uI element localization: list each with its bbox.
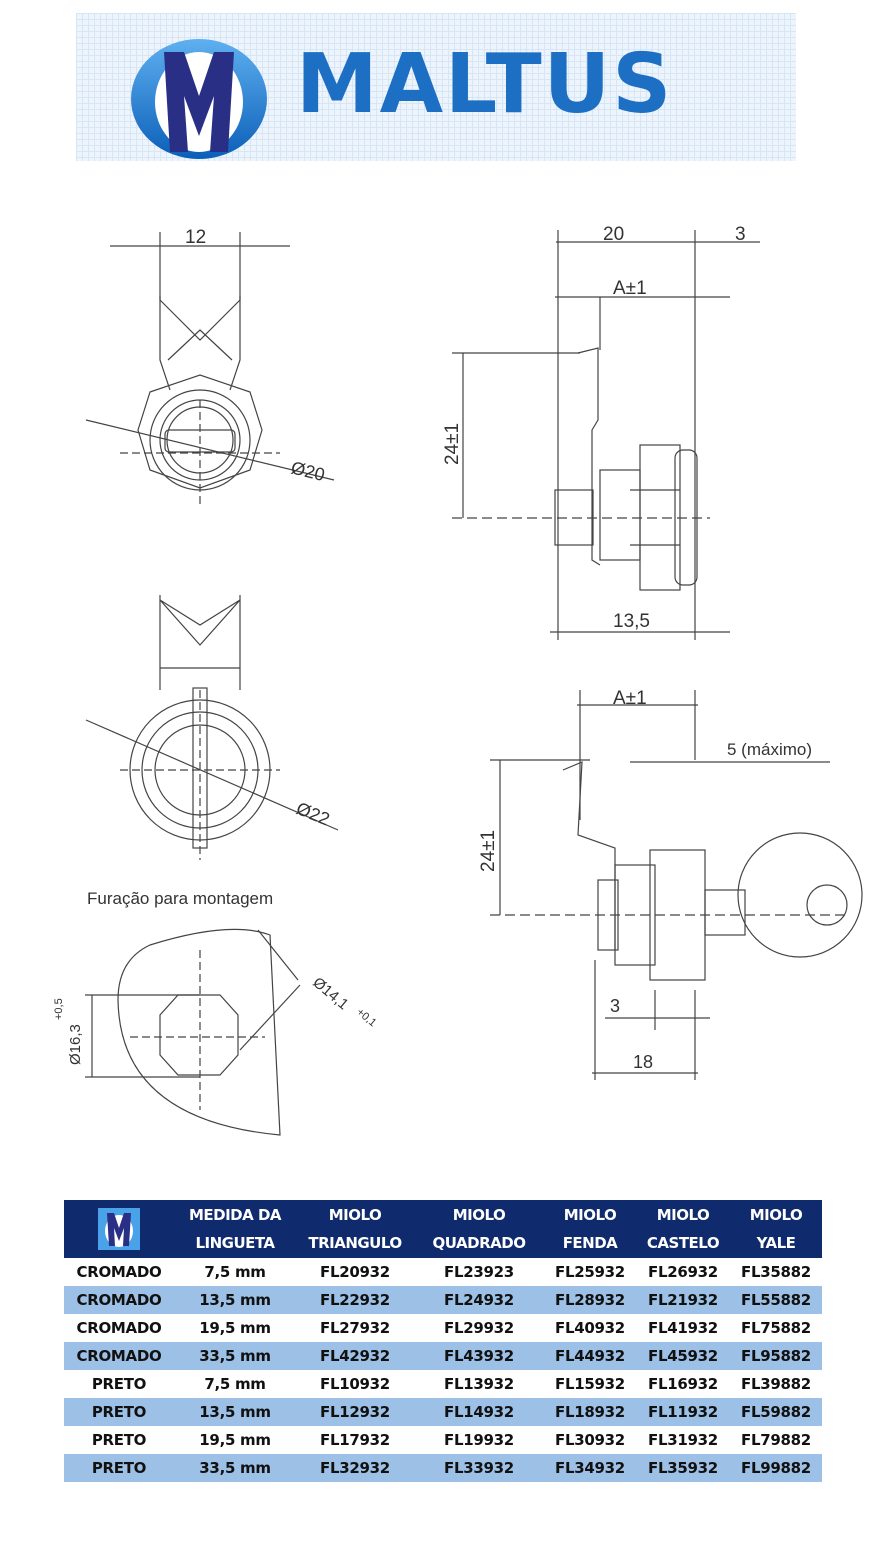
cell-size: 33,5 mm — [174, 1454, 296, 1482]
cell-code: FL79882 — [741, 1431, 811, 1449]
cell-size: 19,5 mm — [199, 1431, 271, 1449]
dim-14-1-label: Ø14,1 — [309, 974, 351, 1013]
cell-finish: CROMADO — [64, 1342, 174, 1370]
cell-size: 33,5 mm — [174, 1342, 296, 1370]
cell-code: FL13932 — [444, 1375, 514, 1393]
dim-a1-bottom-label: A±1 — [613, 688, 647, 709]
dim-diam22-label: Ø22 — [294, 798, 333, 829]
dim-20-label: 20 — [603, 224, 624, 245]
table-row: PRETO 19,5 mm FL17932 FL19932 FL30932 FL31932… — [64, 1426, 822, 1454]
cell-code: FL15932 — [555, 1375, 625, 1393]
cell-code: FL28932 — [544, 1286, 636, 1314]
cell-finish: CROMADO — [76, 1263, 162, 1281]
dim-a1-top-label: A±1 — [613, 278, 647, 299]
table-row: PRETO 7,5 mm FL10932 FL13932 FL15932 FL16932 F… — [64, 1370, 822, 1398]
dim-24-top-label: 24±1 — [442, 423, 463, 465]
cell-code: FL18932 — [544, 1398, 636, 1426]
cell-code: FL26932 — [648, 1263, 718, 1281]
cell-code: FL99882 — [730, 1454, 822, 1482]
dim-diam20-label: Ø20 — [289, 457, 327, 485]
cell-code: FL95882 — [730, 1342, 822, 1370]
cell-code: FL32932 — [296, 1454, 414, 1482]
dim-3-bottom-label: 3 — [610, 996, 620, 1016]
cell-size: 7,5 mm — [204, 1375, 266, 1393]
cell-code: FL44932 — [544, 1342, 636, 1370]
cell-code: FL55882 — [730, 1286, 822, 1314]
cell-finish: PRETO — [64, 1398, 174, 1426]
cell-code: FL11932 — [636, 1398, 730, 1426]
cell-code: FL43932 — [414, 1342, 544, 1370]
dim-12-label: 12 — [185, 227, 206, 248]
cell-code: FL22932 — [296, 1286, 414, 1314]
cell-code: FL27932 — [320, 1319, 390, 1337]
cell-code: FL35932 — [636, 1454, 730, 1482]
cell-finish: PRETO — [91, 1375, 147, 1393]
cell-code: FL40932 — [555, 1319, 625, 1337]
table-row: CROMADO 7,5 mm FL20932 FL23923 FL25932 FL2693… — [64, 1258, 822, 1286]
cell-code: FL14932 — [414, 1398, 544, 1426]
cell-code: FL21932 — [636, 1286, 730, 1314]
dim-24-bottom-label: 24±1 — [478, 830, 499, 872]
cell-code: FL16932 — [648, 1375, 718, 1393]
maltus-logo-icon — [131, 39, 267, 159]
cell-code: FL42932 — [296, 1342, 414, 1370]
cell-code: FL31932 — [648, 1431, 718, 1449]
maltus-mini-logo-icon — [98, 1208, 140, 1250]
cell-code: FL19932 — [444, 1431, 514, 1449]
cell-code: FL17932 — [320, 1431, 390, 1449]
cell-code: FL75882 — [741, 1319, 811, 1337]
cell-code: FL25932 — [555, 1263, 625, 1281]
cell-code: FL23923 — [444, 1263, 514, 1281]
cell-code: FL35882 — [741, 1263, 811, 1281]
cell-code: FL29932 — [444, 1319, 514, 1337]
cell-finish: CROMADO — [76, 1319, 162, 1337]
cell-code: FL41932 — [648, 1319, 718, 1337]
cell-code: FL59882 — [730, 1398, 822, 1426]
cell-size: 7,5 mm — [204, 1263, 266, 1281]
brand-name: MALTUS — [296, 37, 674, 132]
cell-code: FL30932 — [555, 1431, 625, 1449]
cell-finish: PRETO — [64, 1454, 174, 1482]
table-header-logo — [64, 1200, 174, 1258]
dim-18-label: 18 — [633, 1052, 653, 1072]
cell-code: FL10932 — [320, 1375, 390, 1393]
cell-size: 13,5 mm — [174, 1398, 296, 1426]
dim-3-top-label: 3 — [735, 224, 746, 245]
technical-drawing: 12 Ø20 Ø22 Furação para montagem Ø16,3 +… — [53, 224, 863, 1136]
table-row: CROMADO 19,5 mm FL27932 FL29932 FL40932 FL419… — [64, 1314, 822, 1342]
cell-size: 19,5 mm — [199, 1319, 271, 1337]
cell-code: FL24932 — [414, 1286, 544, 1314]
cell-code: FL39882 — [741, 1375, 811, 1393]
mounting-title: Furação para montagem — [87, 889, 273, 908]
cell-code: FL45932 — [636, 1342, 730, 1370]
cell-code: FL12932 — [296, 1398, 414, 1426]
cell-finish: PRETO — [91, 1431, 147, 1449]
dim-16-3-label: Ø16,3 — [67, 1024, 84, 1065]
cell-code: FL34932 — [544, 1454, 636, 1482]
cell-finish: CROMADO — [64, 1286, 174, 1314]
cell-code: FL20932 — [320, 1263, 390, 1281]
dim-16-3-tolerance: +0,5 — [53, 998, 65, 1020]
cell-size: 13,5 mm — [174, 1286, 296, 1314]
dim-13-5-label: 13,5 — [613, 611, 650, 632]
dim-14-1-tolerance: +0,1 — [354, 1006, 378, 1029]
cell-code: FL33932 — [414, 1454, 544, 1482]
dim-5-max-label: 5 (máximo) — [727, 740, 812, 759]
